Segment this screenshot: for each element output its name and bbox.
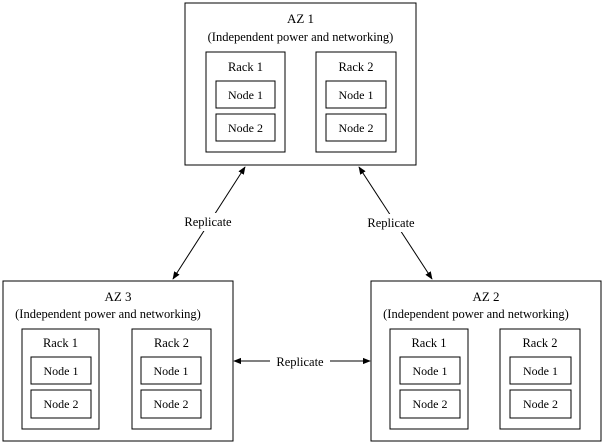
edge-label-az3-az2: Replicate: [276, 355, 324, 369]
rack-1: Rack 1 Node 1 Node 2: [389, 328, 469, 430]
node-label: Node 2: [339, 121, 374, 135]
edge-az1-az3: Replicate: [172, 166, 246, 280]
node-label: Node 2: [228, 121, 263, 135]
zone-title: AZ 2: [472, 289, 499, 304]
node-box: [325, 80, 387, 109]
node-label: Node 2: [44, 397, 79, 411]
zone-subtitle: (Independent power and networking): [208, 30, 394, 44]
node-box: [509, 389, 572, 419]
zone-subtitle: (Independent power and networking): [15, 307, 201, 321]
edge-az1-az2: Replicate: [358, 166, 433, 280]
zone-az3: AZ 3 (Independent power and networking) …: [2, 280, 234, 442]
node-box: [140, 356, 202, 385]
rack-label: Rack 1: [411, 336, 446, 350]
node-box: [509, 356, 572, 385]
edge-label-az1-az2: Replicate: [367, 216, 415, 230]
node-label: Node 1: [228, 88, 263, 102]
rack-label: Rack 2: [338, 60, 373, 74]
node-box: [30, 356, 92, 385]
node-label: Node 2: [154, 397, 189, 411]
node-box: [215, 80, 276, 109]
node-label: Node 1: [154, 364, 189, 378]
node-label: Node 1: [339, 88, 374, 102]
zone-subtitle: (Independent power and networking): [383, 307, 569, 321]
node-label: Node 2: [523, 397, 558, 411]
zone-az2: AZ 2 (Independent power and networking) …: [370, 280, 602, 442]
rack-2: Rack 2 Node 1 Node 2: [315, 51, 397, 153]
rack-2: Rack 2 Node 1 Node 2: [499, 328, 581, 430]
rack-2: Rack 2 Node 1 Node 2: [131, 328, 212, 430]
rack-1: Rack 1 Node 1 Node 2: [21, 328, 100, 430]
node-label: Node 2: [413, 397, 448, 411]
node-label: Node 1: [523, 364, 558, 378]
zone-title: AZ 1: [287, 11, 314, 26]
node-label: Node 1: [44, 364, 79, 378]
rack-label: Rack 1: [228, 60, 263, 74]
rack-label: Rack 2: [522, 336, 557, 350]
edge-label-az1-az3: Replicate: [184, 215, 232, 229]
node-box: [30, 389, 92, 419]
node-label: Node 1: [413, 364, 448, 378]
edge-az3-az2: Replicate: [233, 352, 371, 370]
zone-title: AZ 3: [104, 289, 131, 304]
rack-label: Rack 2: [154, 336, 189, 350]
node-box: [325, 113, 387, 142]
node-box: [140, 389, 202, 419]
rack-1: Rack 1 Node 1 Node 2: [205, 51, 286, 153]
zone-az1: AZ 1 (Independent power and networking) …: [184, 2, 417, 166]
node-box: [215, 113, 276, 142]
node-box: [399, 389, 461, 419]
node-box: [399, 356, 461, 385]
rack-label: Rack 1: [43, 336, 78, 350]
